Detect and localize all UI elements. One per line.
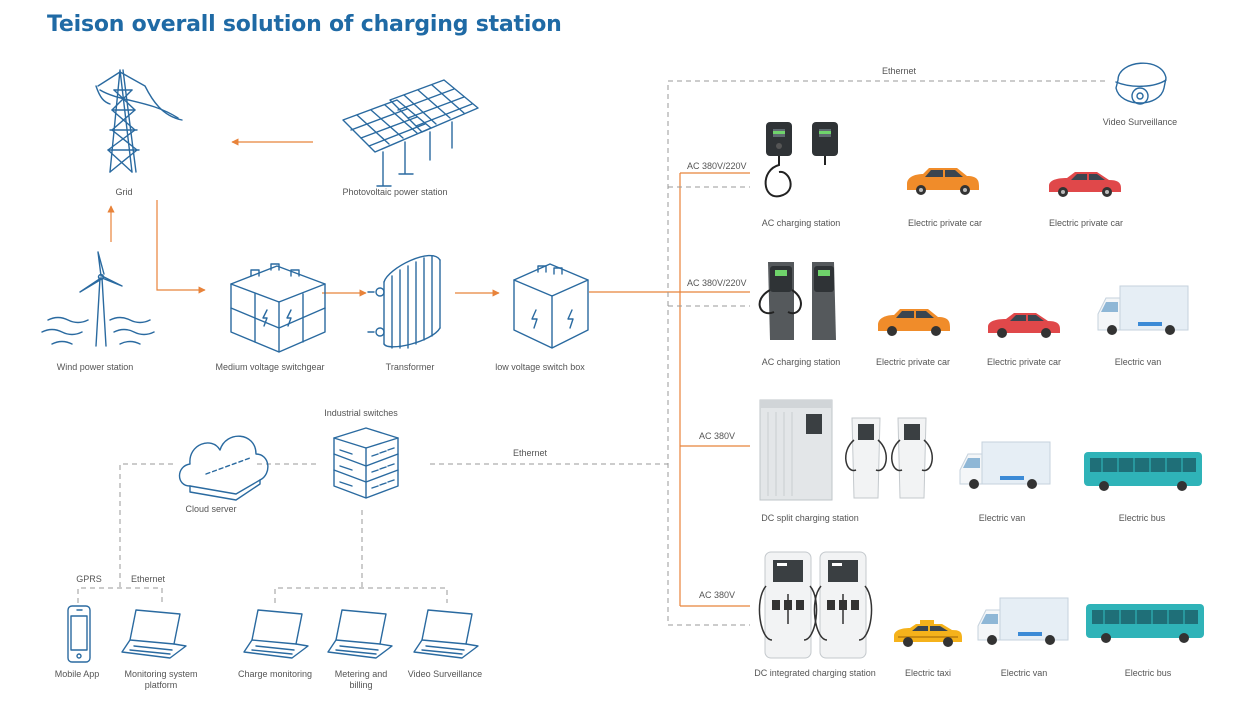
label-r3-bus: Electric bus [1119, 513, 1166, 523]
label-ethernet-mid: Ethernet [513, 448, 548, 458]
label-r1-car1: Electric private car [908, 218, 982, 228]
car-orange-2-icon [878, 309, 950, 336]
cloud-icon [178, 435, 269, 501]
label-r3-van: Electric van [979, 513, 1026, 523]
label-metering-1: Metering and [335, 669, 388, 679]
ac-pedestal-icon [758, 262, 836, 340]
dc-dispenser-icon [845, 417, 933, 499]
label-ethernet-low: Ethernet [131, 574, 166, 584]
label-r4-bus: Electric bus [1125, 668, 1172, 678]
label-charge-monitoring: Charge monitoring [238, 669, 312, 679]
label-mv: Medium voltage switchgear [215, 362, 324, 372]
car-red-2-icon [988, 313, 1060, 338]
grid-to-mv-arrow [156, 200, 206, 294]
label-metering-2: billing [349, 680, 372, 690]
label-mobile: Mobile App [55, 669, 100, 679]
laptop-icon [121, 609, 187, 659]
transformer-icon [367, 254, 441, 349]
label-r2-car2: Electric private car [987, 357, 1061, 367]
taxi-icon [894, 620, 962, 647]
label-industrial: Industrial switches [324, 408, 398, 418]
dc-split-cabinet-icon [759, 399, 839, 501]
van-2-icon [959, 441, 1051, 489]
ac-wallbox-icon [764, 122, 838, 198]
label-volt-row3: AC 380V [699, 431, 735, 441]
gprs-ethernet-branch [77, 587, 163, 603]
metering-laptop-icon [327, 609, 393, 659]
dc-integrated-charger-icon [758, 551, 873, 659]
label-volt-row2: AC 380V/220V [687, 278, 747, 288]
label-r2-station: AC charging station [762, 357, 841, 367]
van-3-icon [977, 597, 1069, 645]
data-lines [77, 80, 1105, 626]
label-video-top: Video Surveillance [1103, 117, 1177, 127]
grid-tower-icon [95, 69, 183, 173]
camera-icon [1115, 62, 1167, 105]
label-r4-taxi: Electric taxi [905, 668, 951, 678]
lv-switch-box-icon [513, 263, 589, 349]
car-red-icon [1049, 172, 1121, 197]
label-monitoring-2: platform [145, 680, 178, 690]
label-pv: Photovoltaic power station [342, 187, 447, 197]
label-ethernet-top: Ethernet [882, 66, 917, 76]
mobile-app-icon [67, 605, 91, 663]
label-lv: low voltage switch box [495, 362, 585, 372]
car-orange-icon [907, 168, 979, 195]
switchgear-icon [230, 263, 326, 353]
label-video-bottom: Video Surveillance [408, 669, 482, 679]
label-monitoring-1: Monitoring system [124, 669, 197, 679]
cloud-down-line [119, 463, 173, 588]
video-laptop-icon [413, 609, 479, 659]
label-r2-car1: Electric private car [876, 357, 950, 367]
van-icon [1097, 285, 1189, 335]
label-r2-van: Electric van [1115, 357, 1162, 367]
label-cloud: Cloud server [185, 504, 236, 514]
industrial-switch-icon [333, 427, 399, 499]
label-gprs: GPRS [76, 574, 102, 584]
label-r4-van: Electric van [1001, 668, 1048, 678]
label-grid: Grid [115, 187, 132, 197]
switch-branch [274, 587, 448, 603]
label-r1-station: AC charging station [762, 218, 841, 228]
charge-monitoring-laptop-icon [243, 609, 309, 659]
labels: Grid Photovoltaic power station Wind pow… [55, 66, 1177, 690]
label-r3-station: DC split charging station [761, 513, 859, 523]
page-title: Teison overall solution of charging stat… [47, 12, 562, 37]
label-r1-car2: Electric private car [1049, 218, 1123, 228]
power-lines [107, 138, 750, 607]
bus-icon [1084, 452, 1202, 491]
bus-2-icon [1086, 604, 1204, 643]
label-volt-row4: AC 380V [699, 590, 735, 600]
wind-turbine-icon [41, 251, 155, 347]
label-transformer: Transformer [386, 362, 435, 372]
solar-panel-icon [342, 79, 479, 187]
label-wind: Wind power station [57, 362, 134, 372]
label-r4-station: DC integrated charging station [754, 668, 876, 678]
ethernet-top-line [667, 80, 1105, 626]
label-volt-row1: AC 380V/220V [687, 161, 747, 171]
